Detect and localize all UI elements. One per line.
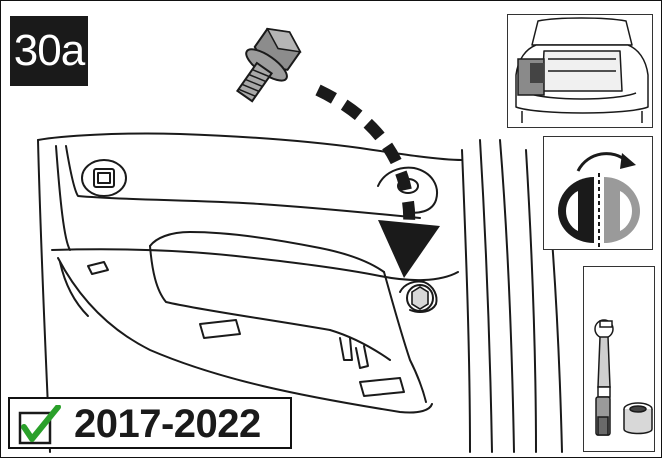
action-indicator-panel [543,136,653,250]
vehicle-locator-panel [507,14,653,128]
vehicle-rear-trunk-locator-icon [508,15,654,129]
socket-ratchet-tool-icon [584,267,656,453]
dashed-curved-arrow-icon [318,90,409,232]
flange-bolt-icon [225,18,309,109]
model-year-applicability: 2017-2022 [8,397,292,449]
checkmark-icon [18,405,64,445]
step-number-badge: 30a [10,16,88,86]
remove-rotate-counterclockwise-icon [544,137,654,251]
required-tool-panel [583,266,655,452]
bolt-location-marker [407,285,433,311]
arrow-head-icon [378,220,440,278]
model-years-label: 2017-2022 [74,399,261,447]
